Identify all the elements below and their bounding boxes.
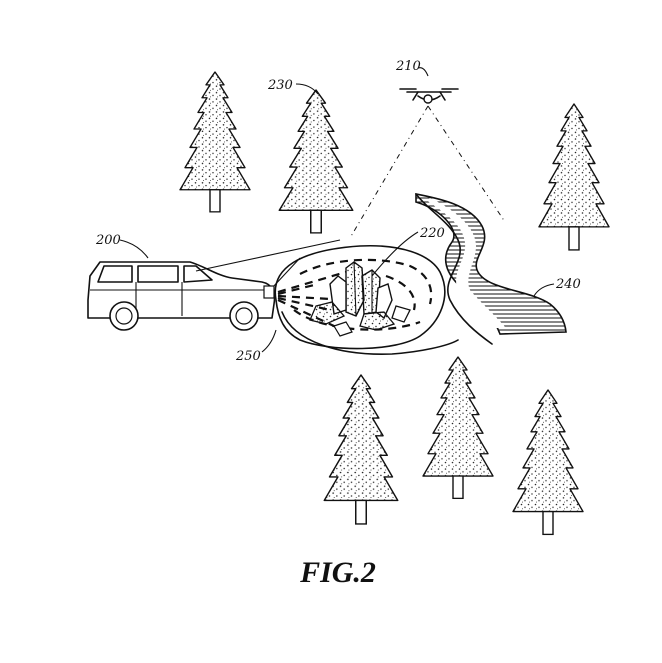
tree-upper-right [538,103,610,251]
vehicle-200 [87,261,276,331]
tree-230 [278,89,354,234]
leader-lines [119,83,555,353]
label-river: 240 [555,277,581,292]
tree-lower-left [323,374,399,525]
tree-lower-middle [422,356,494,500]
label-vehicle: 200 [95,233,121,248]
drone-field-of-view [349,105,506,239]
tree-upper-left [179,71,251,213]
river-240 [415,193,567,345]
campsite-area [274,244,459,355]
figure-caption: FIG.2 [299,556,376,589]
label-tree: 230 [267,78,293,93]
label-sensor: 250 [235,349,261,364]
drone-210 [399,67,459,104]
tree-lower-right [512,389,584,536]
label-drone: 210 [395,59,421,74]
campfire-220 [309,261,411,337]
label-campfire: 220 [419,226,445,241]
